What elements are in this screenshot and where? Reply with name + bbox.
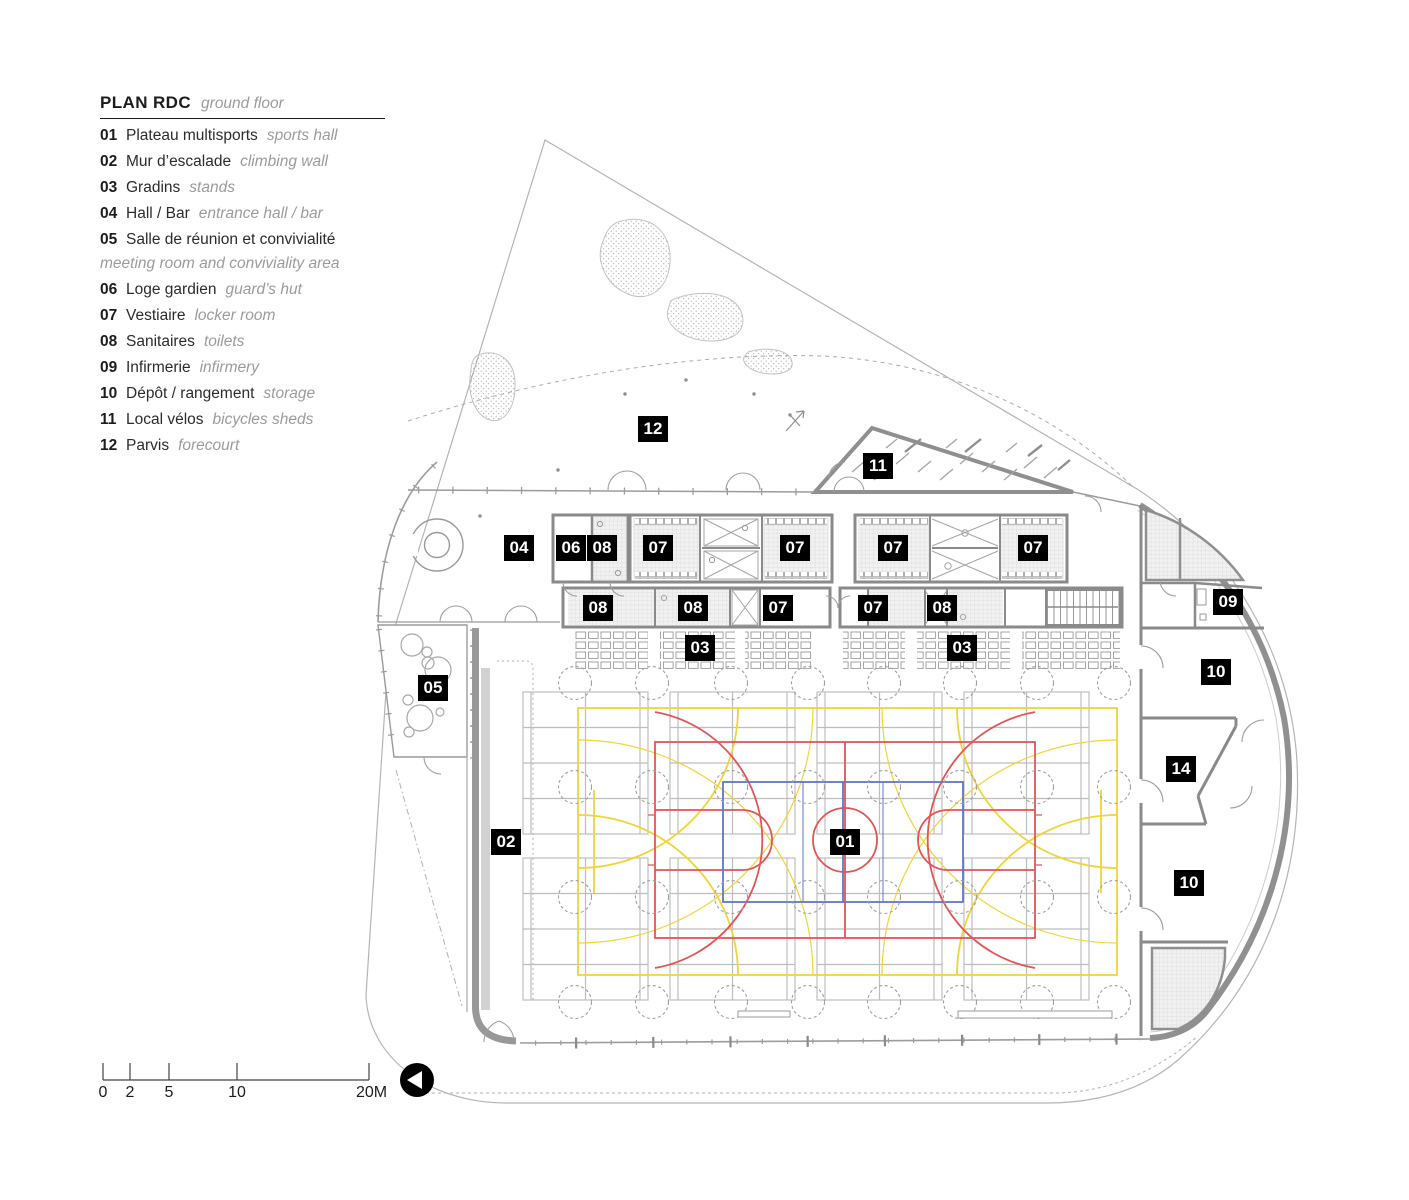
sanitary-fixtures xyxy=(596,520,749,577)
handball-court-yellow xyxy=(577,707,1118,976)
hall-spiral-stair xyxy=(405,518,464,572)
technical-room-hatched xyxy=(1150,946,1227,1031)
round-tables xyxy=(400,633,452,738)
scale-bar: 0 2 5 10 20M xyxy=(96,1056,396,1106)
north-arrow-triangle xyxy=(407,1071,422,1089)
scale-label-0: 0 xyxy=(98,1084,108,1101)
bike-shed xyxy=(810,425,1074,494)
safety-zone-dashed xyxy=(497,660,534,1000)
changing-rooms-row1 xyxy=(551,513,1069,584)
planting-patches xyxy=(469,218,793,422)
anchor-circles xyxy=(557,665,1132,1020)
west-curved-facade xyxy=(376,461,438,623)
meeting-room xyxy=(376,624,479,759)
benches xyxy=(737,1010,1113,1019)
door-swings xyxy=(423,461,1265,1043)
corner-room-hatched xyxy=(1144,508,1246,582)
badminton-courts xyxy=(522,691,1090,1001)
bike-stands xyxy=(904,438,1071,471)
north-facade xyxy=(407,486,1141,507)
scale-label-5: 5 xyxy=(164,1084,174,1101)
south-facade xyxy=(519,1033,1151,1049)
north-arrow-icon xyxy=(400,1063,434,1097)
site-boundary xyxy=(365,139,1299,1104)
legend-title: PLAN RDC xyxy=(100,93,192,112)
legend-title-row: PLAN RDC ground floor xyxy=(100,93,385,119)
climbing-wall xyxy=(466,625,534,1045)
legend-title-translation: ground floor xyxy=(201,95,284,112)
scale-bar-ruler xyxy=(102,1063,370,1081)
flag-symbol xyxy=(785,410,805,432)
scale-label-10: 10 xyxy=(228,1084,246,1101)
site-inner-dashed xyxy=(420,1035,1199,1094)
east-rooms xyxy=(1138,505,1264,1036)
stands xyxy=(575,629,1120,669)
site-diagonal-dashdot xyxy=(395,769,463,1007)
legend-item-05-translation: meeting room and conviviality area xyxy=(100,255,340,272)
basketball-court-red xyxy=(648,711,1042,969)
infirmary-fixtures xyxy=(1196,588,1207,621)
scale-label-20m: 20M xyxy=(356,1084,388,1101)
scale-label-2: 2 xyxy=(125,1084,135,1101)
changing-rooms-row2 xyxy=(561,586,1124,629)
